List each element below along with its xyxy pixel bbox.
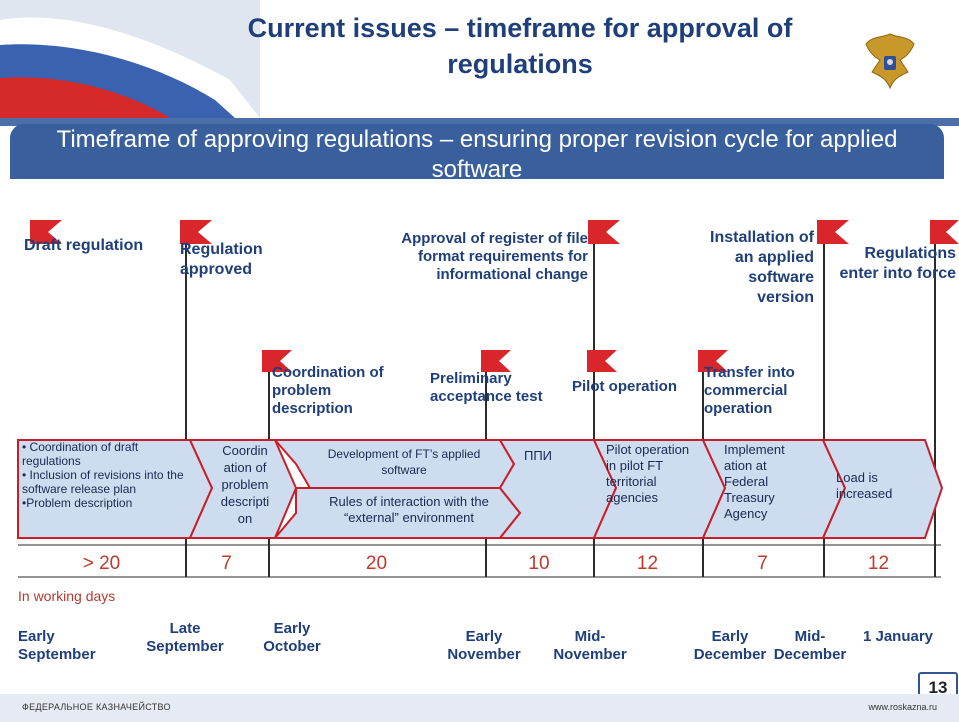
date-label: Early December xyxy=(693,628,767,663)
chevron-task-item: • Coordination of draft regulations xyxy=(22,440,139,468)
milestone-preliminary-test: Preliminary acceptance test xyxy=(430,370,543,405)
footer-organization: ФЕДЕРАЛЬНОЕ КАЗНАЧЕЙСТВО xyxy=(22,702,171,712)
chevron-pilot-operation: Pilot operation in pilot FT territorial … xyxy=(606,442,690,505)
timeline-line xyxy=(593,232,595,577)
chevron-task-item: •Problem description xyxy=(22,496,133,510)
date-label: Early October xyxy=(263,620,321,655)
duration-value: 12 xyxy=(636,553,659,574)
duration-value: 10 xyxy=(528,553,550,574)
footer-bar xyxy=(0,694,959,722)
duration-value: 20 xyxy=(365,553,388,574)
duration-value: 12 xyxy=(867,553,890,574)
date-label: Mid-December xyxy=(773,628,847,663)
flag-decoration xyxy=(0,0,260,118)
page-title: Current issues – timeframe for approval … xyxy=(247,13,793,79)
chevron-draft-regulation-tasks: • Coordination of draft regulations • In… xyxy=(22,440,190,510)
header-divider xyxy=(0,118,959,126)
section-banner-text: Timeframe of approving regulations – ens… xyxy=(56,126,898,183)
milestone-regulation-approved: Regulation approved xyxy=(180,241,263,278)
coat-of-arms-icon xyxy=(865,33,915,90)
duration-value: > 20 xyxy=(82,553,121,574)
milestone-approval-register: Approval of register of file format requ… xyxy=(401,230,588,283)
date-label: Late September xyxy=(146,620,224,655)
chevron-task-item: • Inclusion of revisions into the softwa… xyxy=(22,468,184,496)
section-banner xyxy=(10,124,944,179)
milestone-pilot-operation: Pilot operation xyxy=(572,378,677,395)
duration-value: 7 xyxy=(221,553,232,574)
chevron-rules-interaction: Rules of interaction with the “external”… xyxy=(329,494,489,525)
milestone-regulations-enter-force: Regulations enter into force xyxy=(839,245,956,282)
milestone-draft-regulation: Draft regulation xyxy=(24,237,144,254)
chevron-implementation: Implement ation at Federal Treasury Agen… xyxy=(724,442,785,521)
footer-website: www.roskazna.ru xyxy=(868,702,937,712)
duration-value: 7 xyxy=(757,553,768,574)
chevron-ppi: ППИ xyxy=(523,448,553,463)
date-label: Mid-November xyxy=(553,628,627,663)
chevron-load-increased: Load is increased xyxy=(836,470,893,501)
milestone-coordination-problem: Coordination of problem description xyxy=(272,364,384,417)
date-label: 1 January xyxy=(862,628,934,645)
chevron-development: Development of FT’s applied software xyxy=(327,447,481,477)
milestone-transfer-commercial: Transfer into commercial operation xyxy=(704,364,795,417)
timeline-line xyxy=(185,232,187,577)
timeline-panel xyxy=(16,179,941,675)
date-label: Early September xyxy=(18,628,96,663)
milestone-installation: Installation of an applied software vers… xyxy=(710,229,814,306)
date-label: Early November xyxy=(447,628,521,663)
units-note: In working days xyxy=(18,588,116,604)
chevron-coordination: Coordin ation of problem descripti on xyxy=(220,443,270,526)
timeline-line xyxy=(823,232,825,577)
timeline-line xyxy=(934,232,936,577)
